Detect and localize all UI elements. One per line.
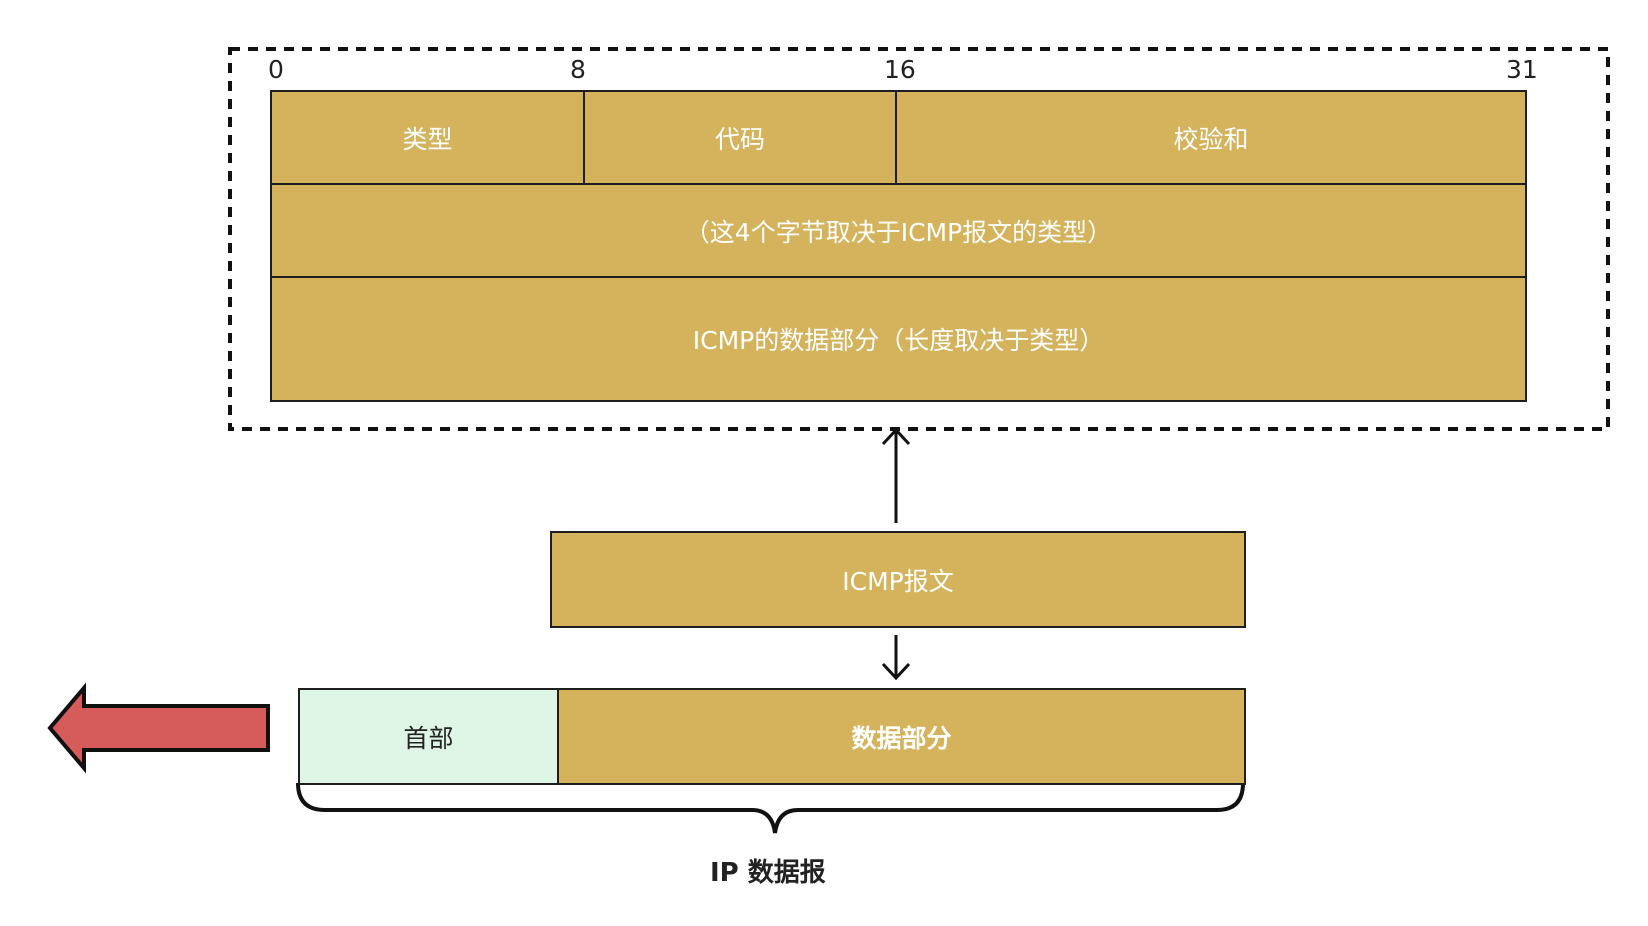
bit-marker-16: 16 xyxy=(884,55,916,84)
field-type: 类型 xyxy=(270,90,585,185)
rest-of-header-label: （这4个字节取决于ICMP报文的类型） xyxy=(684,217,1113,247)
field-code-label: 代码 xyxy=(714,124,765,154)
icmp-data-label: ICMP的数据部分（长度取决于类型） xyxy=(692,326,1105,355)
ip-header-box: 首部 xyxy=(298,688,559,785)
ip-data-label: 数据部分 xyxy=(851,723,952,753)
bit-marker-31: 31 xyxy=(1506,55,1538,84)
field-code: 代码 xyxy=(583,90,897,185)
icmp-message-box: ICMP报文 xyxy=(550,531,1246,628)
field-checksum-label: 校验和 xyxy=(1173,124,1249,154)
ip-datagram-brace xyxy=(296,782,1245,834)
field-type-label: 类型 xyxy=(402,124,453,154)
left-arrow xyxy=(47,682,270,774)
field-icmp-data: ICMP的数据部分（长度取决于类型） xyxy=(270,276,1527,402)
field-checksum: 校验和 xyxy=(895,90,1527,185)
arrow-down xyxy=(881,635,911,681)
ip-data-box: 数据部分 xyxy=(557,688,1246,785)
ip-header-label: 首部 xyxy=(403,723,454,753)
bit-marker-0: 0 xyxy=(268,55,284,84)
icmp-format-frame xyxy=(228,47,1610,431)
icmp-message-label: ICMP报文 xyxy=(842,566,954,596)
bit-marker-8: 8 xyxy=(570,55,586,84)
ip-datagram-caption: IP 数据报 xyxy=(710,858,826,888)
arrow-up xyxy=(881,427,911,523)
field-rest-of-header: （这4个字节取决于ICMP报文的类型） xyxy=(270,183,1527,278)
